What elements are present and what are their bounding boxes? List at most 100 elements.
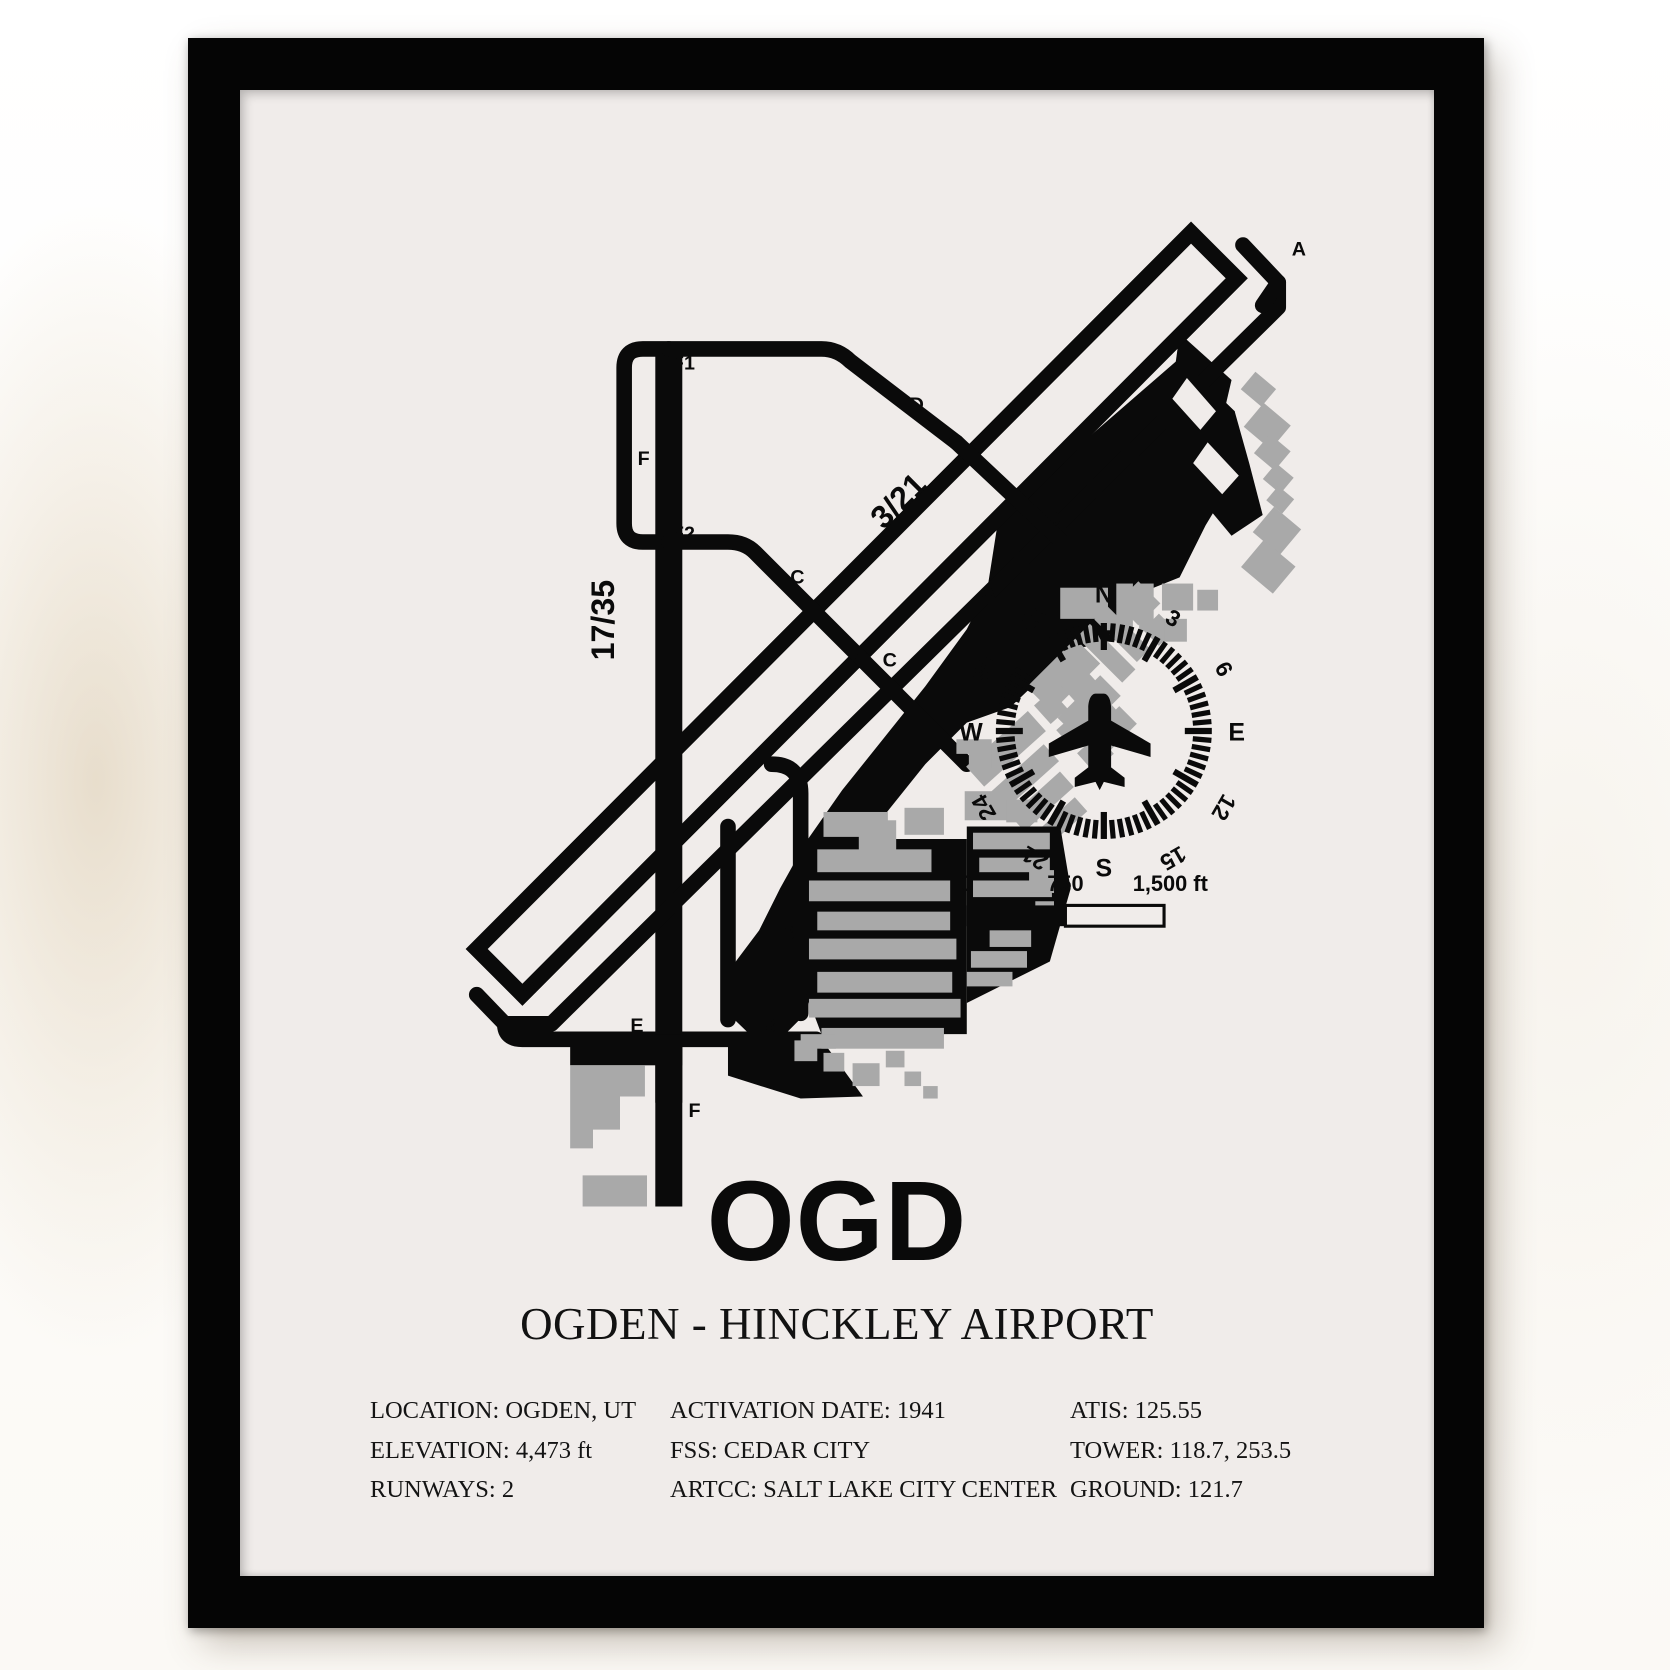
airport-diagram-svg: A D F1 F F2 D C A C B A E B F <box>465 221 1306 1207</box>
compass-tick-45 <box>1165 652 1183 670</box>
compass-tick-30 <box>1141 635 1161 663</box>
info-artcc: ARTCC: SALT LAKE CITY CENTER <box>670 1476 1057 1504</box>
southwest-buildings <box>570 1065 647 1207</box>
info-elevation: ELEVATION: 4,473 ft <box>370 1436 593 1464</box>
compass-label-w: W <box>959 718 983 746</box>
taxiway-label-c-upper: C <box>790 567 804 589</box>
taxiway-c <box>855 652 975 772</box>
taxiway-label-e: E <box>630 1015 643 1037</box>
taxiway-label-b-upper: B <box>781 923 795 945</box>
compass-tick-345 <box>1073 626 1084 646</box>
compass-tick-60 <box>1172 674 1199 694</box>
compass-tick-75 <box>1189 700 1209 711</box>
compass-tick-195 <box>1073 816 1084 836</box>
compass-tick-305 <box>1013 666 1033 682</box>
compass-tick-340 <box>1064 628 1076 648</box>
compass-tick-40 <box>1159 646 1176 665</box>
compass-tick-165 <box>1124 816 1135 836</box>
scale-bar-filled <box>966 905 1066 927</box>
compass-tick-100 <box>1191 743 1211 753</box>
runway-label-17-35: 17/35 <box>585 580 621 661</box>
misc-buildings <box>800 739 992 1049</box>
triangle-up-icon <box>1095 630 1113 646</box>
info-column-location: LOCATION: OGDEN, UT ELEVATION: 4,473 ft … <box>354 1391 670 1510</box>
compass-tick-160 <box>1131 813 1144 834</box>
taxiway-b <box>720 756 809 1028</box>
scale-bar-empty <box>1063 903 1166 928</box>
compass-tick-15 <box>1124 626 1135 646</box>
taxiway-label-a-ne: A <box>1292 238 1306 260</box>
compass-tick-285 <box>998 700 1019 711</box>
compass-tick-355 <box>1091 623 1099 643</box>
compass-number-6: 6 <box>1210 657 1239 681</box>
taxiway-label-f1: F1 <box>672 353 695 375</box>
compass-tick-5 <box>1109 623 1116 643</box>
compass-tick-50 <box>1170 659 1189 676</box>
compass-tick-330 <box>1047 635 1067 663</box>
compass-tick-35 <box>1152 641 1168 660</box>
compass-tick-225 <box>1025 792 1043 810</box>
compass-tick-200 <box>1064 813 1076 834</box>
compass-tick-175 <box>1109 819 1116 839</box>
compass-tick-95 <box>1192 736 1212 743</box>
compass-tick-275 <box>996 718 1016 726</box>
taxiway-label-d-upper: D <box>910 394 924 416</box>
compass-tick-230 <box>1019 786 1038 803</box>
poster-surface: A D F1 F F2 D C A C B A E B F <box>240 90 1434 1576</box>
taxiway-label-a-sw: A <box>522 976 536 998</box>
compass-tick-10 <box>1116 624 1126 644</box>
compass-tick-130 <box>1170 786 1189 803</box>
compass-tick-315 <box>1025 652 1043 670</box>
airplane-icon <box>1048 693 1151 791</box>
compass-label-e: E <box>1228 718 1245 746</box>
compass-tick-255 <box>998 751 1019 762</box>
compass-tick-310 <box>1019 659 1038 676</box>
compass-tick-115 <box>1183 766 1203 779</box>
compass-tick-235 <box>1013 780 1033 796</box>
info-location: LOCATION: OGDEN, UT <box>370 1397 637 1424</box>
taxiway-label-f-left: F <box>638 448 650 470</box>
scale-tick-0: 0 <box>961 871 973 896</box>
taxiway-label-d-mid: D <box>1047 508 1061 530</box>
compass-tick-155 <box>1139 810 1152 830</box>
compass-tick-20 <box>1131 628 1144 648</box>
compass-tick-80 <box>1191 709 1211 719</box>
compass-label-n: N <box>1095 580 1113 608</box>
info-ground: GROUND: 121.7 <box>1070 1476 1243 1504</box>
compass-tick-190 <box>1082 818 1091 838</box>
picture-frame: A D F1 F F2 D C A C B A E B F <box>188 38 1484 1628</box>
compass-tick-125 <box>1175 780 1194 796</box>
compass-tick-110 <box>1186 759 1207 771</box>
hangar-rows <box>794 791 1071 1099</box>
compass-tick-70 <box>1186 691 1207 703</box>
ne-terminal-complex <box>1153 358 1302 594</box>
taxiway-label-b-lower: B <box>762 1015 776 1037</box>
scale-bar: 0 750 1,500 ft <box>961 871 1208 928</box>
compass-tick-220 <box>1032 797 1049 816</box>
compass-tick-205 <box>1055 810 1069 830</box>
compass-tick-320 <box>1032 646 1049 665</box>
compass-tick-290 <box>1001 691 1021 703</box>
compass-tick-250 <box>1001 759 1021 771</box>
taxiway-e <box>496 1015 825 1048</box>
info-atis: ATIS: 125.55 <box>1070 1397 1203 1424</box>
info-fss: FSS: CEDAR CITY <box>670 1436 871 1464</box>
compass-tick-185 <box>1091 819 1099 839</box>
info-tower: TOWER: 118.7, 253.5 <box>1070 1436 1292 1464</box>
compass-tick-335 <box>1055 632 1069 652</box>
airport-poster: A D F1 F F2 D C A C B A E B F <box>240 90 1434 1576</box>
taxiway-f-south <box>570 1034 683 1207</box>
compass-tick-210 <box>1047 799 1067 827</box>
airport-info-grid: LOCATION: OGDEN, UT ELEVATION: 4,473 ft … <box>240 1391 1434 1510</box>
info-runways: RUNWAYS: 2 <box>370 1476 515 1504</box>
compass-tick-120 <box>1172 768 1199 788</box>
compass-tick-325 <box>1039 641 1055 660</box>
compass-number-12: 12 <box>1206 790 1241 825</box>
info-activation-date: ACTIVATION DATE: 1941 <box>670 1397 946 1424</box>
taxiway-label-f2: F2 <box>672 523 695 545</box>
taxiway-d-upper <box>948 434 1069 548</box>
scale-tick-1500: 1,500 ft <box>1133 871 1208 896</box>
taxiway-label-a-mid: A <box>981 581 995 603</box>
compass-tick-280 <box>997 709 1017 719</box>
compass-tick-300 <box>1008 674 1036 694</box>
